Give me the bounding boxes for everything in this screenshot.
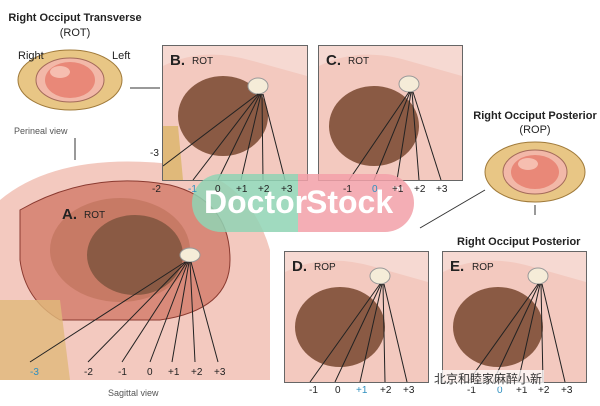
panel-d-letter: D. [292, 258, 307, 275]
rop-abbrev: (ROP) [519, 124, 551, 136]
watermark-stock: Stock [306, 184, 394, 220]
panel-c-tick: 0 [372, 184, 378, 195]
panel-c-position: ROT [348, 56, 370, 67]
panel-c-illustration [319, 54, 462, 180]
panel-d-illustration [285, 260, 428, 382]
panel-d-tick: +1 [356, 385, 368, 396]
panel-a-tick: +3 [214, 367, 226, 378]
panel-a-tick: +1 [168, 367, 180, 378]
rot-abbrev: (ROT) [59, 27, 91, 39]
panel-b-tick: +2 [258, 184, 270, 195]
panel-a-tick: -3 [30, 367, 39, 378]
panel-d-tick: -1 [309, 385, 318, 396]
side-right-label: Right [18, 50, 44, 62]
panel-b-position: ROT [192, 56, 214, 67]
panel-b-letter: B. [170, 52, 185, 69]
panel-a-letter: A. [62, 206, 77, 223]
panel-d-tick: 0 [335, 385, 341, 396]
panel-e [442, 251, 587, 383]
panel-b-tick: -1 [188, 184, 197, 195]
panel-b [162, 45, 308, 181]
rop-title: Right Occiput Posterior [473, 110, 597, 122]
panel-d-tick: +2 [380, 385, 392, 396]
panel-e-illustration [443, 260, 586, 382]
rop-caption: Right Occiput Posterior [457, 236, 581, 248]
panel-c-letter: C. [326, 52, 341, 69]
watermark-tm: ™ [392, 184, 404, 198]
panel-e-position: ROP [472, 262, 494, 273]
watermark-pill-left [192, 174, 298, 232]
panel-c-tick: +2 [414, 184, 426, 195]
watermark-doctor: Doctor [204, 184, 308, 220]
perineal-view-label: Perineal view [14, 126, 68, 136]
panel-a-tick: 0 [147, 367, 153, 378]
watermark-pill-right [298, 174, 414, 232]
panel-c-tick: +1 [392, 184, 404, 195]
panel-c-tick: -1 [343, 184, 352, 195]
panel-d-position: ROP [314, 262, 336, 273]
panel-e-tick: +3 [561, 385, 573, 396]
panel-a-position: ROT [84, 210, 106, 221]
panel-e-tick: +2 [538, 385, 550, 396]
panel-a-tick: +2 [191, 367, 203, 378]
panel-e-letter: E. [450, 258, 465, 275]
panel-b-tick: 0 [215, 184, 221, 195]
panel-e-tick: +1 [516, 385, 528, 396]
panel-b-tick: -2 [152, 184, 161, 195]
panel-c-tick: +3 [436, 184, 448, 195]
panel-c [318, 45, 463, 181]
panel-b-tick: +1 [236, 184, 248, 195]
panel-b-illustration [163, 54, 307, 180]
panel-d [284, 251, 429, 383]
panel-a-station-lines [29, 261, 219, 363]
rot-title: Right Occiput Transverse [8, 12, 142, 24]
pelvis-rop-illustration [484, 141, 586, 203]
panel-d-tick: +3 [403, 385, 415, 396]
panel-b-tick: +3 [281, 184, 293, 195]
side-left-label: Left [112, 50, 131, 62]
panel-e-tick: 0 [497, 385, 503, 396]
panel-e-tick: -1 [467, 385, 476, 396]
panel-a-tick: -1 [118, 367, 127, 378]
sagittal-view-label: Sagittal view [108, 388, 159, 398]
panel-a-tick: -2 [84, 367, 93, 378]
pelvis-rot-illustration [17, 49, 123, 111]
panel-b-side-tick: -3 [150, 148, 159, 159]
footer-watermark-text: 北京和睦家麻醉小新 [432, 370, 545, 387]
